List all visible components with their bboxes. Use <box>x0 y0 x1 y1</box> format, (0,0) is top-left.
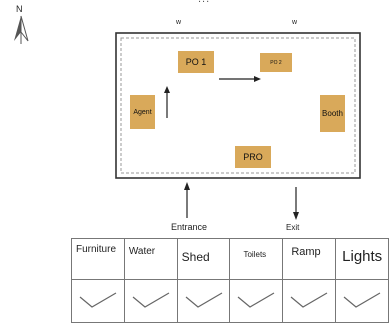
header-cell: Furniture <box>71 238 125 280</box>
header-water: Water <box>128 246 156 257</box>
check-cell <box>71 279 125 323</box>
check-icon <box>79 291 117 308</box>
check-cell <box>335 279 389 323</box>
check-cell <box>176 279 231 323</box>
compass-north-label: N <box>16 4 23 14</box>
header-ramp: Ramp <box>291 246 321 258</box>
building-outline <box>115 32 361 179</box>
area-po2: PO 2 <box>260 53 292 72</box>
header-furniture: Furniture <box>76 244 117 255</box>
entrance-label: Entrance <box>171 222 208 232</box>
check-icon <box>290 291 328 308</box>
flow-arrow-right <box>219 76 261 82</box>
check-icon <box>343 291 381 308</box>
area-booth: Booth <box>320 95 345 132</box>
table-check-row <box>71 279 389 323</box>
area-pro: PRO <box>235 146 271 168</box>
building-inner-outline <box>120 37 356 174</box>
header-toilets: Toilets <box>243 250 267 259</box>
check-cell <box>123 279 178 323</box>
header-cell: Toilets <box>229 238 284 280</box>
exit-label: Exit <box>286 223 300 232</box>
facilities-table: Furniture Water Shed Toilets Ramp Lights <box>71 238 389 323</box>
header-lights: Lights <box>342 248 383 265</box>
header-cell: Ramp <box>282 238 337 280</box>
title-fragment: ... <box>198 0 210 5</box>
check-icon <box>185 291 222 308</box>
table-header-row: Furniture Water Shed Toilets Ramp Lights <box>71 238 389 280</box>
entrance-arrow <box>184 182 190 218</box>
header-cell: Shed <box>176 238 231 280</box>
check-icon <box>238 291 275 308</box>
check-cell <box>229 279 284 323</box>
flow-arrow-up <box>164 86 170 118</box>
area-po1: PO 1 <box>178 51 214 73</box>
compass-icon <box>14 15 29 44</box>
header-cell: Lights <box>335 238 389 280</box>
exit-arrow <box>293 187 299 220</box>
header-shed: Shed <box>181 250 210 264</box>
area-agent: Agent <box>130 95 155 129</box>
check-cell <box>282 279 337 323</box>
header-cell: Water <box>123 238 178 280</box>
check-icon <box>132 291 170 308</box>
window-mark-left: w <box>176 19 182 26</box>
window-mark-right: w <box>292 19 298 26</box>
